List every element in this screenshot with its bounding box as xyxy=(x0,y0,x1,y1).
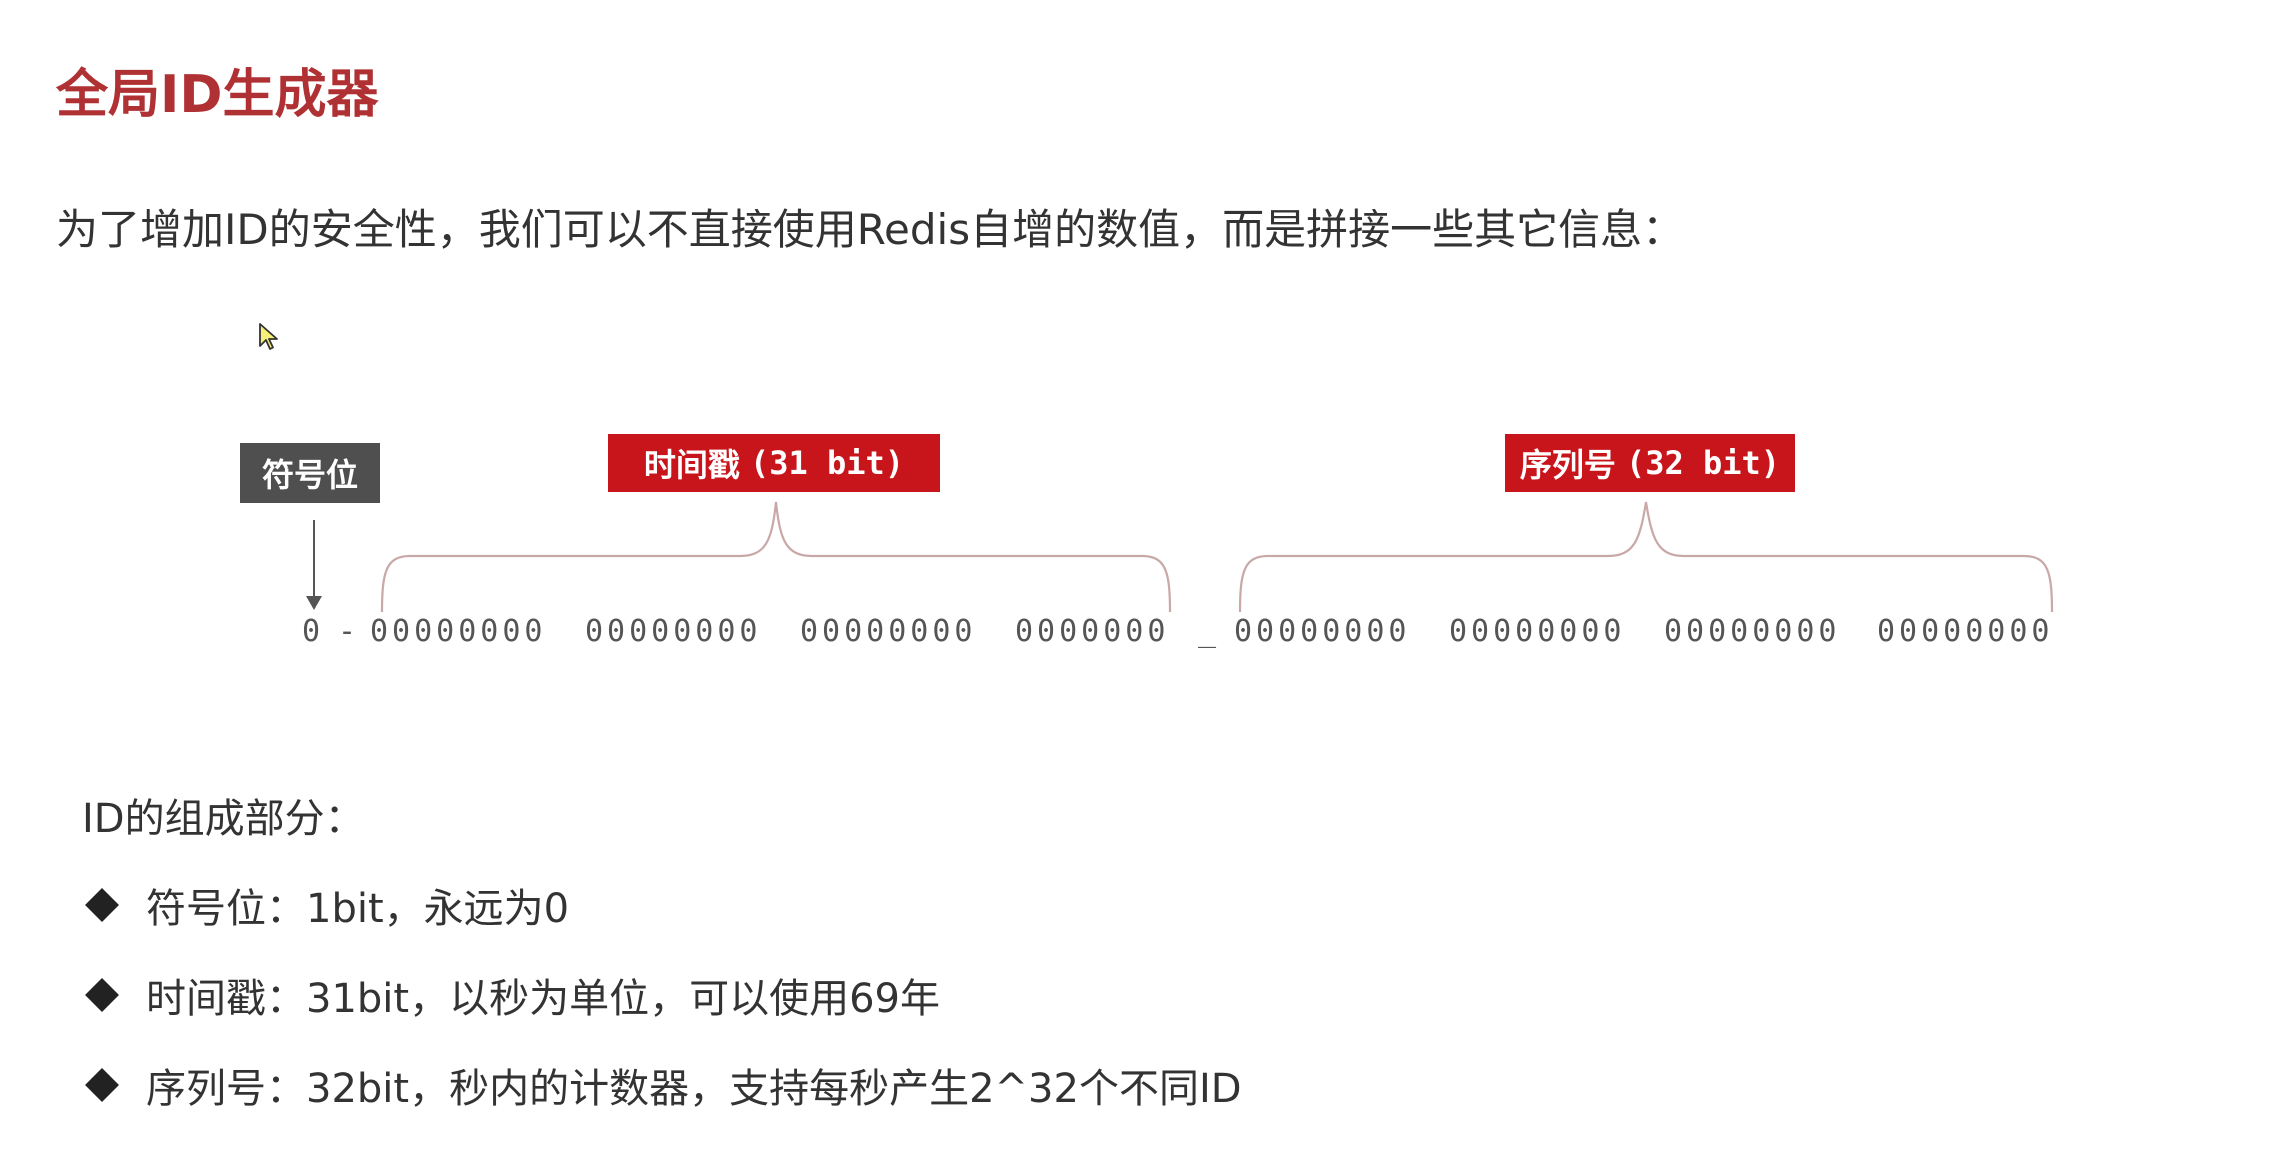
intro-text: 为了增加ID的安全性，我们可以不直接使用Redis自增的数值，而是拼接一些其它信… xyxy=(56,205,1685,254)
diamond-bullet-icon xyxy=(85,888,119,922)
timestamp-label-bits: (31 bit) xyxy=(749,444,905,482)
timestamp-bits-group-1: 00000000 xyxy=(370,614,547,649)
list-item-text: 序列号：32bit，秒内的计数器，支持每秒产生2^32个不同ID xyxy=(146,1066,1242,1112)
diamond-bullet-icon xyxy=(85,1068,119,1102)
sign-bit-value: 0 xyxy=(302,614,325,649)
diamond-bullet-icon xyxy=(85,978,119,1012)
mouse-cursor-icon xyxy=(259,323,278,350)
sign-arrow-head xyxy=(306,596,322,610)
sequence-brace xyxy=(1238,501,2054,613)
sequence-bits-group-3: 00000000 xyxy=(1664,614,1841,649)
list-item: 符号位：1bit，永远为0 xyxy=(82,876,569,934)
timestamp-label: 时间戳 (31 bit) xyxy=(608,434,940,492)
page-title: 全局ID生成器 xyxy=(56,65,379,125)
list-item: 时间戳：31bit，以秒为单位，可以使用69年 xyxy=(82,966,940,1024)
timestamp-label-cn: 时间戳 xyxy=(643,446,740,484)
sequence-bits-group-1: 00000000 xyxy=(1234,614,1411,649)
list-item: 序列号：32bit，秒内的计数器，支持每秒产生2^32个不同ID xyxy=(82,1056,1242,1114)
sequence-label: 序列号 (32 bit) xyxy=(1505,434,1795,492)
sign-bit-label-text: 符号位 xyxy=(261,456,358,494)
sequence-bits-group-4: 00000000 xyxy=(1877,614,2054,649)
timestamp-brace xyxy=(380,501,1172,613)
timestamp-bits-group-4: 0000000 xyxy=(1015,614,1170,649)
separator-1: - xyxy=(338,614,361,649)
list-item-text: 符号位：1bit，永远为0 xyxy=(146,886,570,932)
sign-bit-label: 符号位 xyxy=(240,443,380,503)
composition-heading: ID的组成部分： xyxy=(82,796,365,842)
separator-2: _ xyxy=(1198,614,1221,649)
timestamp-bits-group-3: 00000000 xyxy=(800,614,977,649)
sequence-label-cn: 序列号 xyxy=(1519,446,1616,484)
sequence-bits-group-2: 00000000 xyxy=(1449,614,1626,649)
timestamp-bits-group-2: 00000000 xyxy=(585,614,762,649)
list-item-text: 时间戳：31bit，以秒为单位，可以使用69年 xyxy=(146,976,940,1022)
sequence-label-bits: (32 bit) xyxy=(1625,444,1781,482)
